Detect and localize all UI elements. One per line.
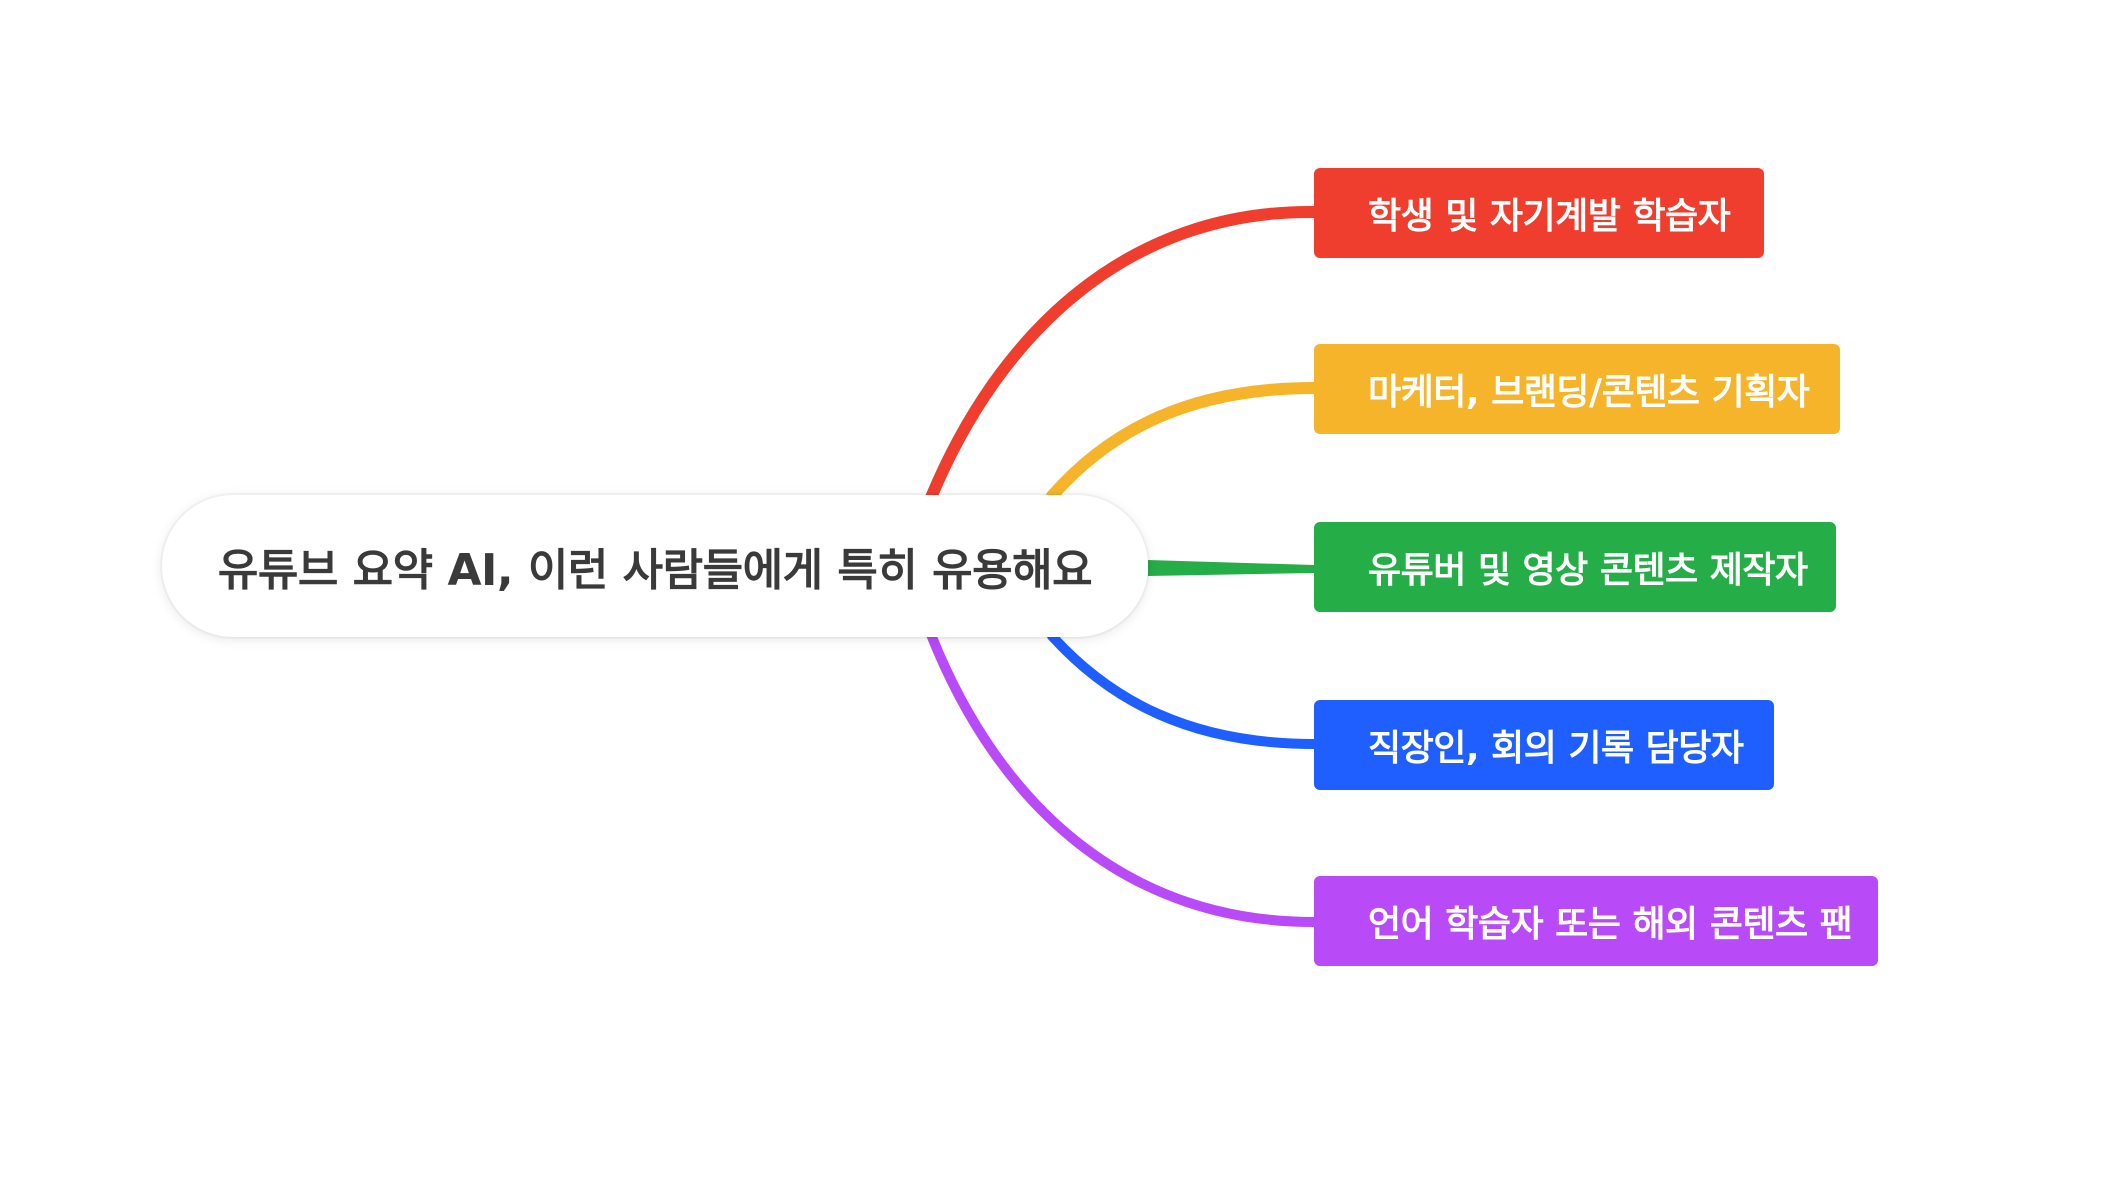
connector-line-4 — [925, 627, 1319, 927]
branch-node-language-learners[interactable]: 언어 학습자 또는 해외 콘텐츠 팬 — [1314, 876, 1878, 966]
connector-line-1 — [1046, 382, 1320, 502]
branch-label-language-learners: 언어 학습자 또는 해외 콘텐츠 팬 — [1368, 904, 1853, 945]
branch-node-youtubers[interactable]: 유튜버 및 영상 콘텐츠 제작자 — [1314, 522, 1836, 612]
central-topic-label: 유튜브 요약 AI, 이런 사람들에게 특히 유용해요 — [217, 545, 1093, 596]
branch-label-marketers: 마케터, 브랜딩/콘텐츠 기획자 — [1368, 372, 1810, 413]
connector-line-3 — [1047, 631, 1319, 749]
branch-label-office-workers: 직장인, 회의 기록 담당자 — [1368, 728, 1744, 769]
branch-label-students: 학생 및 자기계발 학습자 — [1368, 196, 1731, 237]
branch-node-students[interactable]: 학생 및 자기계발 학습자 — [1314, 168, 1764, 258]
connector-line-2 — [1148, 560, 1314, 576]
branch-node-marketers[interactable]: 마케터, 브랜딩/콘텐츠 기획자 — [1314, 344, 1840, 434]
branch-label-youtubers: 유튜버 및 영상 콘텐츠 제작자 — [1368, 550, 1808, 591]
connector-line-0 — [924, 205, 1320, 506]
branch-node-office-workers[interactable]: 직장인, 회의 기록 담당자 — [1314, 700, 1774, 790]
central-topic-node[interactable]: 유튜브 요약 AI, 이런 사람들에게 특히 유용해요 — [162, 495, 1148, 637]
